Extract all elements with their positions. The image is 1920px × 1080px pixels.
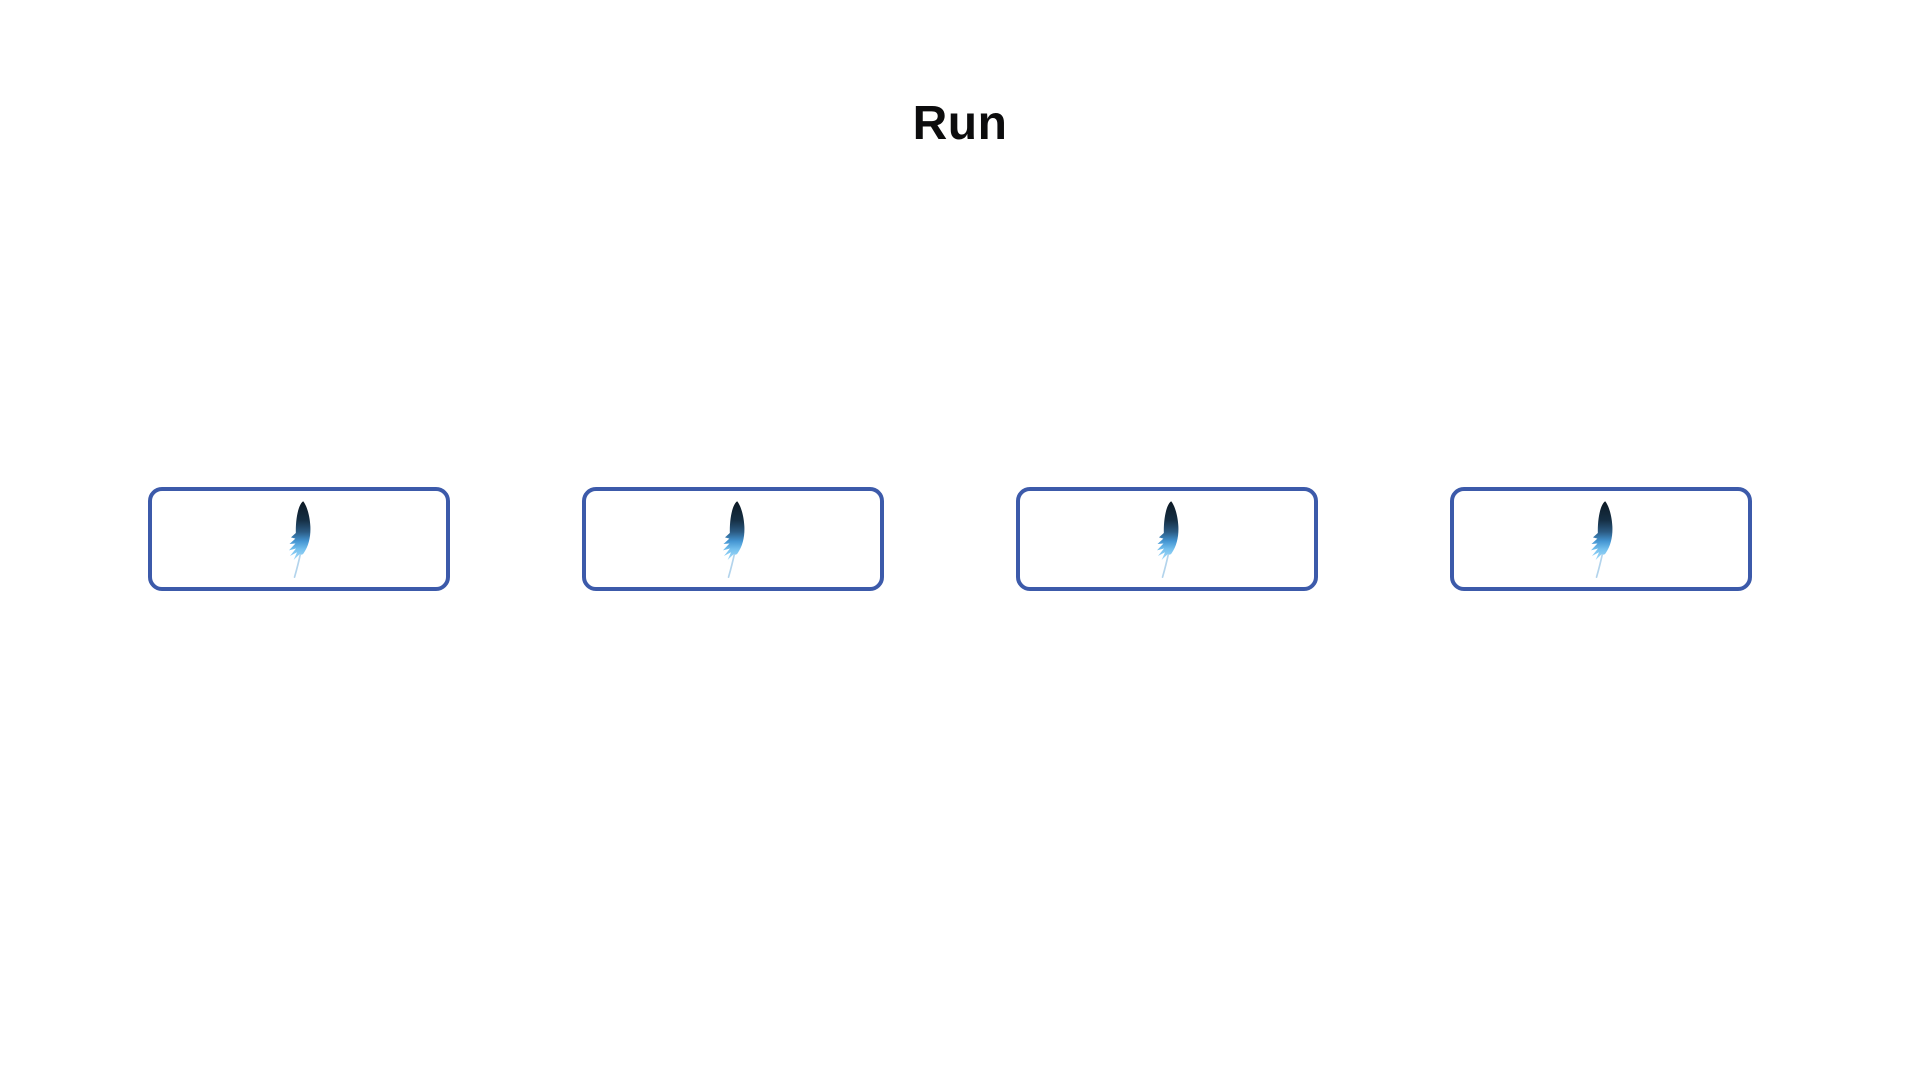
answer-options — [148, 487, 1752, 591]
feather-option-card-1[interactable] — [148, 487, 450, 591]
feather-option-card-2[interactable] — [582, 487, 884, 591]
feather-option-card-3[interactable] — [1016, 487, 1318, 591]
feather-icon — [1584, 498, 1618, 580]
feather-icon — [282, 498, 316, 580]
prompt-word: Run — [912, 97, 1008, 150]
feather-option-card-4[interactable] — [1450, 487, 1752, 591]
feather-icon — [716, 498, 750, 580]
feather-icon — [1150, 498, 1184, 580]
